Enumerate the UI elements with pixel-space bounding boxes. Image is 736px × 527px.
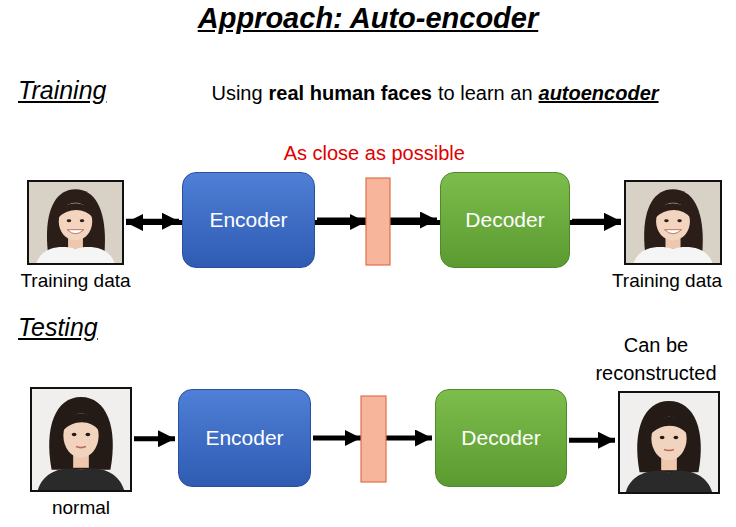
flow-arrow xyxy=(134,436,175,441)
description-text: real human faces xyxy=(269,82,432,105)
face-image: Training data xyxy=(624,180,722,265)
image-caption: Training data xyxy=(20,270,130,292)
diagram-title: Approach: Auto-encoder xyxy=(0,2,736,35)
section-heading: Testing xyxy=(18,313,98,342)
face-image: normal xyxy=(30,387,132,492)
image-caption: Can be reconstructed xyxy=(586,331,726,387)
box-label: Decoder xyxy=(461,426,540,450)
encoder-box: Encoder xyxy=(182,172,315,268)
decoder-box: Decoder xyxy=(440,172,570,268)
box-label: Encoder xyxy=(205,426,283,450)
description-text: autoencoder xyxy=(539,82,659,105)
face-image: Training data xyxy=(27,180,124,265)
box-label: Encoder xyxy=(209,208,287,232)
face-image: Can be reconstructed xyxy=(618,391,720,494)
description-text: to learn an xyxy=(438,82,533,105)
description-text: Using xyxy=(211,82,262,105)
flow-arrow xyxy=(569,438,615,443)
encoder-box: Encoder xyxy=(178,389,311,487)
edge-label: As close as possible xyxy=(174,142,574,165)
image-caption: Training data xyxy=(612,270,722,292)
section-heading: Training xyxy=(18,76,106,105)
decoder-box: Decoder xyxy=(435,389,567,487)
description-line: Using real human faces to learn an autoenco… xyxy=(0,82,736,105)
box-label: Decoder xyxy=(465,208,544,232)
image-caption: normal xyxy=(52,497,110,519)
